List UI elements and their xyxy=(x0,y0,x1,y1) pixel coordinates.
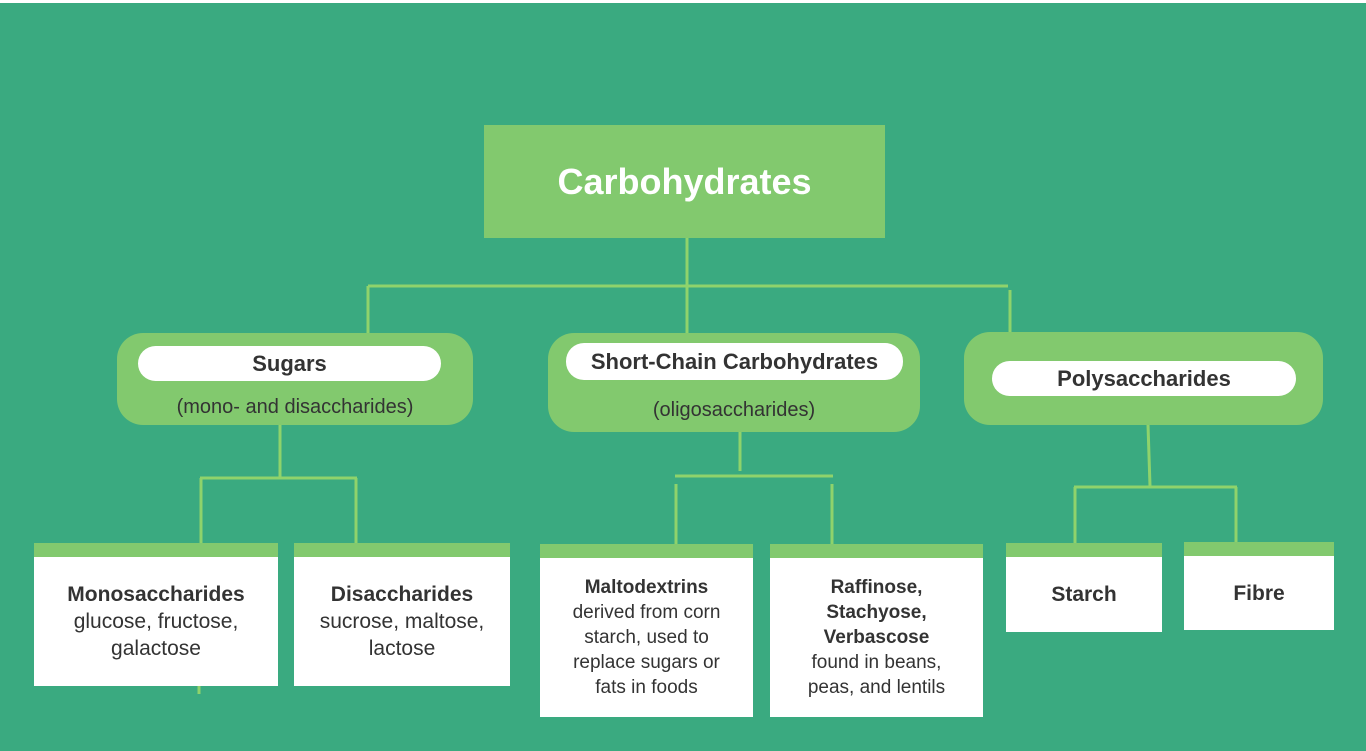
leaf-title: Fibre xyxy=(1233,581,1285,605)
root-node-carbohydrates: Carbohydrates xyxy=(484,125,885,238)
category-polysaccharides-title: Polysaccharides xyxy=(992,361,1296,396)
category-sugars-title: Sugars xyxy=(138,346,441,381)
leaf-title: Starch xyxy=(1051,583,1117,606)
leaf-description: found in beans, peas, and lentils xyxy=(807,652,946,698)
category-sugars-title-text: Sugars xyxy=(252,350,327,376)
leaf-fibre: Fibre xyxy=(1184,542,1334,630)
category-short-chain-title-text: Short-Chain Carbohydrates xyxy=(590,348,879,374)
leaf-title: Maltodextrins xyxy=(584,577,709,598)
category-polysaccharides-title-text: Polysaccharides xyxy=(1057,365,1231,391)
leaf-description: glucose, fructose, galactose xyxy=(73,610,239,660)
connector-poly-stem xyxy=(1146,424,1152,487)
leaf-title: Raffinose, Stachyose, Verbascose xyxy=(823,577,930,648)
leaf-title: Monosaccharides xyxy=(67,583,245,606)
leaf-monosaccharides: Monosaccharides glucose, fructose, galac… xyxy=(34,543,278,686)
root-label: Carbohydrates xyxy=(557,160,812,202)
leaf-title: Disaccharides xyxy=(330,583,474,606)
leaf-maltodextrins: Maltodextrins derived from corn starch, … xyxy=(540,544,753,717)
category-short-chain-title: Short-Chain Carbohydrates xyxy=(566,343,903,380)
leaf-starch: Starch xyxy=(1006,543,1162,632)
top-border xyxy=(0,0,1366,3)
category-sugars-subtitle: (mono- and disaccharides) xyxy=(176,396,414,418)
leaf-disaccharides: Disaccharides sucrose, maltose, lactose xyxy=(294,543,510,686)
category-short-chain-subtitle: (oligosaccharides) xyxy=(652,399,816,421)
leaf-description: sucrose, maltose, lactose xyxy=(319,610,485,660)
leaf-raffinose-stachyose-verbascose: Raffinose, Stachyose, Verbascose found i… xyxy=(770,544,983,717)
leaf-description: derived from corn starch, used to replac… xyxy=(572,602,721,698)
